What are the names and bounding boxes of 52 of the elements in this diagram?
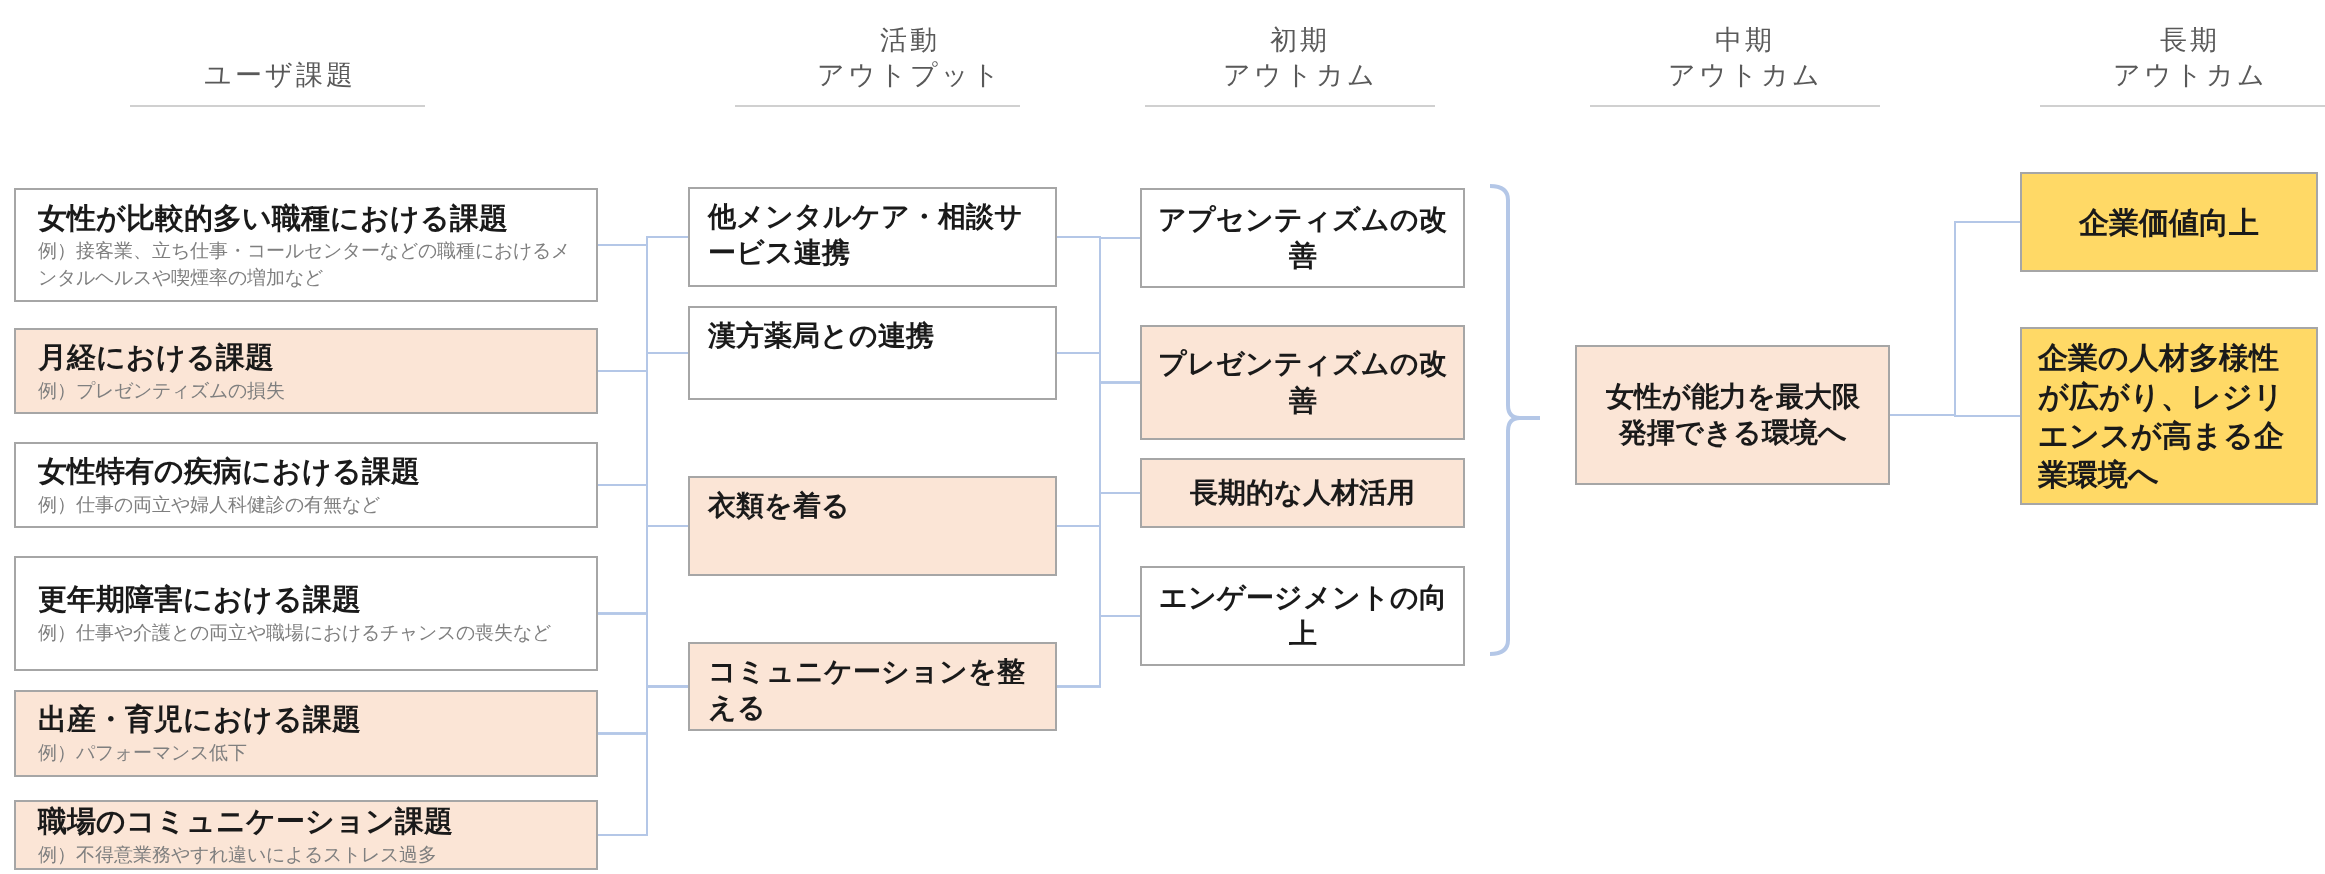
- connector-line: [1889, 414, 2021, 417]
- column-header: アウトカム: [2112, 58, 2268, 92]
- column-header: 初期: [1270, 23, 1330, 57]
- process-box: [1575, 345, 1890, 485]
- box-title: 他メンタルケア・相談サービス連携: [708, 199, 1024, 272]
- box-title: 女性特有の疾病における課題: [38, 452, 420, 490]
- box-title: プレゼンティズムの改善: [1158, 346, 1447, 419]
- box-title: 職場のコミュニケーション課題: [38, 802, 453, 840]
- box-title: エンゲージメントの向上: [1158, 579, 1447, 652]
- issue-box: [14, 442, 598, 528]
- box-example-text: 例）不得意業務やすれ違いによるストレス過多: [38, 841, 437, 867]
- column-header: 中期: [1715, 23, 1775, 57]
- box-example-text: 例）仕事や介護との両立や職場におけるチャンスの喪失など: [38, 620, 551, 646]
- box-title: 更年期障害における課題: [38, 581, 361, 619]
- issue-box: [14, 556, 598, 671]
- process-box: [1140, 458, 1465, 528]
- process-box: [1140, 188, 1465, 288]
- process-box: [2020, 172, 2318, 272]
- box-example-text: 例）仕事の両立や婦人科健診の有無など: [38, 491, 380, 517]
- column-header: 活動: [880, 23, 940, 57]
- box-title: 長期的な人材活用: [1190, 474, 1415, 511]
- issue-box: [14, 328, 598, 414]
- process-box: [688, 476, 1057, 576]
- box-title: 衣類を着る: [708, 488, 850, 524]
- issue-box: [14, 690, 598, 777]
- process-box: [688, 306, 1057, 400]
- box-example-text: 例）プレゼンティズムの損失: [38, 377, 285, 403]
- column-header: アウトカム: [1667, 58, 1823, 92]
- column-header: アウトカム: [1222, 58, 1378, 92]
- process-box: [1140, 325, 1465, 440]
- box-title: アプセンティズムの改善: [1158, 201, 1447, 274]
- box-title: 女性が比較的多い職種における課題: [38, 199, 508, 237]
- process-box: [688, 187, 1057, 287]
- process-box: [1140, 566, 1465, 666]
- box-title: 月経における課題: [38, 338, 274, 376]
- box-example-text: 例）接客業、立ち仕事・コールセンターなどの職種におけるメンタルヘルスや喫煙率の増加など: [38, 238, 571, 290]
- process-box: [688, 642, 1057, 731]
- issue-box: [14, 800, 598, 870]
- issue-box: [14, 188, 598, 302]
- box-title: 企業の人材多様性が広がり、レジリエンスが高まる企業環境へ: [2038, 339, 2285, 494]
- connector-line: [597, 685, 689, 836]
- process-box: [2020, 327, 2318, 505]
- box-title: 出産・育児における課題: [38, 701, 361, 739]
- box-title: 女性が能力を最大限発揮できる環境へ: [1604, 378, 1861, 451]
- column-header: アウトプット: [817, 58, 1003, 92]
- box-title: 企業価値向上: [2079, 203, 2259, 242]
- box-title: コミュニケーションを整える: [708, 654, 1026, 727]
- connector-line: [1056, 615, 1141, 688]
- box-example-text: 例）パフォーマンス低下: [38, 740, 247, 766]
- column-header: 長期: [2160, 23, 2220, 57]
- box-title: 漢方薬局との連携: [708, 318, 934, 354]
- column-header: ユーザ課題: [204, 58, 356, 92]
